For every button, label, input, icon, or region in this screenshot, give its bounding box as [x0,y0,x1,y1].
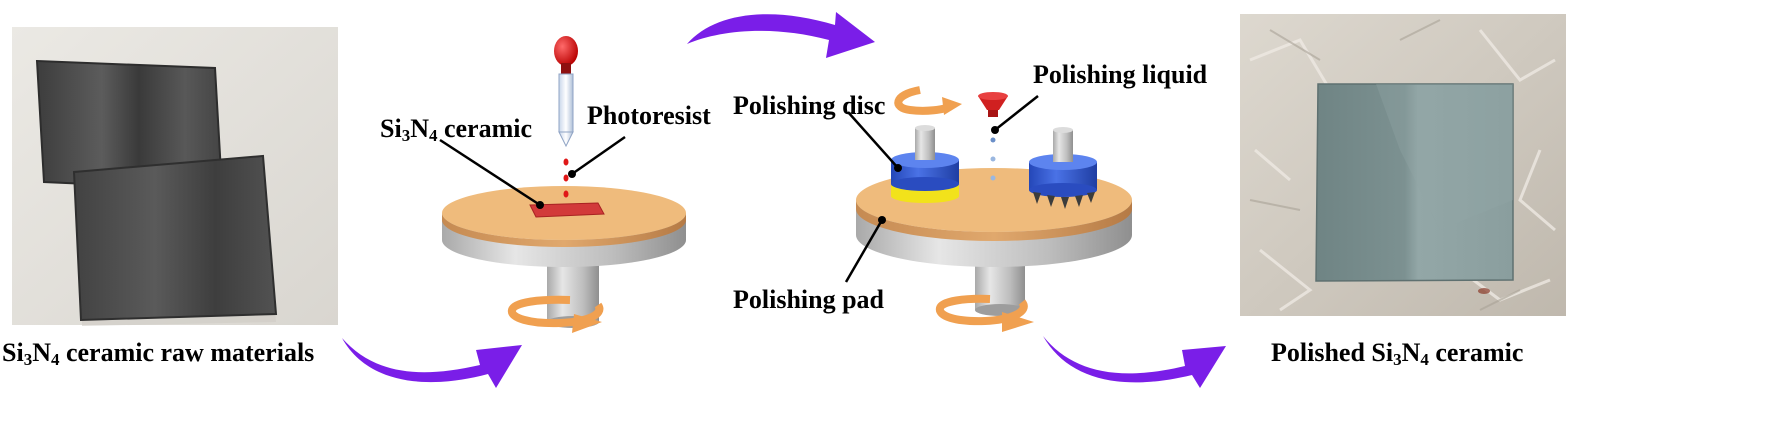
raw-material-label: Si3N4 ceramic raw materials [2,338,315,369]
leader-lines-polishing [844,95,1039,283]
polishing-disc-label: Polishing disc [733,91,886,120]
process-arrow-icon [687,12,875,58]
dropper-icon [554,36,578,198]
process-arrow-icon [342,338,522,388]
rotation-arrow-icon [894,86,962,115]
rotation-arrow-icon [508,295,604,333]
polishing-liquid-label: Polishing liquid [1033,60,1208,89]
process-arrow-icon [1043,336,1226,388]
photoresist-label: Photoresist [587,101,711,130]
polished-ceramic-photo [1240,14,1566,316]
funnel-icon [978,92,1008,181]
ceramic-label: Si3N4 ceramic [380,114,533,145]
polishing-disc-bristles [1029,127,1097,209]
rotation-arrow-icon [935,294,1034,332]
raw-material-photo [12,27,338,326]
polishing-pad-label: Polishing pad [733,285,885,314]
polished-ceramic-label: Polished Si3N4 ceramic [1271,338,1524,369]
leader-lines-coating [439,135,626,209]
coating-platen [442,186,686,328]
polishing-disc-with-pad [891,125,959,203]
